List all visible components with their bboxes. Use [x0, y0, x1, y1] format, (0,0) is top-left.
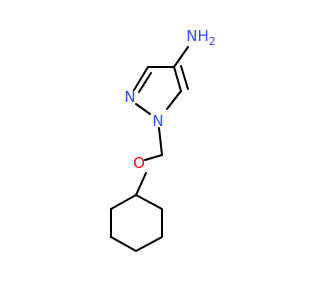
bond-c5-c4-double: [180, 65, 189, 90]
nitrogen-n1-label: N: [152, 112, 163, 130]
amine-label: NH2: [186, 27, 216, 48]
bond-c4-nh2: [173, 46, 189, 68]
bond-n2-n1: [135, 103, 151, 115]
bond-n1-c5: [166, 90, 182, 110]
bond-n1-ch2: [158, 127, 163, 156]
nitrogen-n2-label: N: [124, 88, 135, 106]
bond-cy1-cy2: [135, 194, 163, 210]
bond-cy6-cy1: [110, 194, 137, 210]
bond-cy3-cy4: [135, 236, 163, 252]
molecule-structure: NH2 N N O: [110, 27, 216, 252]
oxygen-label: O: [133, 154, 145, 172]
bond-c5-c4: [173, 66, 182, 92]
bond-c3-n2-double: [138, 72, 152, 93]
bond-ch2-o: [144, 154, 163, 161]
bond-c3-n2: [133, 66, 149, 91]
bond-cy4-cy5: [110, 236, 137, 252]
bond-o-c1: [135, 172, 147, 196]
